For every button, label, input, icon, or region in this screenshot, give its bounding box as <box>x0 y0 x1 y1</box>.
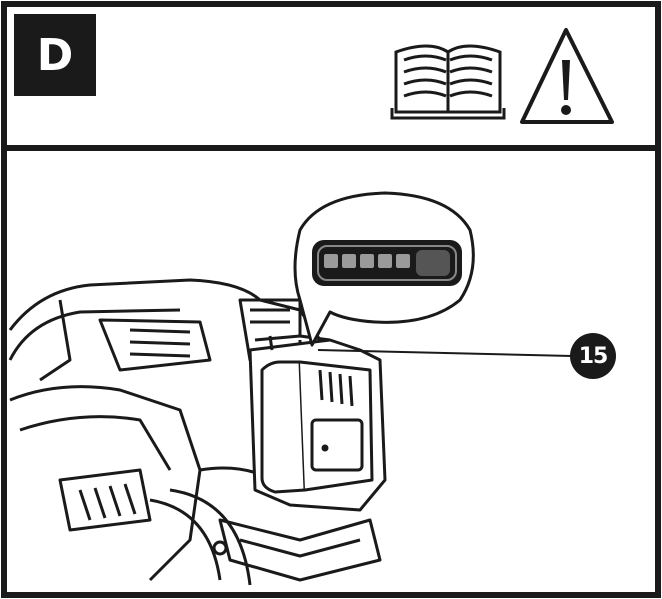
indicator-segment <box>342 254 356 268</box>
tool-body <box>8 278 382 586</box>
indicator-segment <box>324 254 338 268</box>
manual-book-icon <box>390 44 506 120</box>
battery-pack <box>248 334 387 512</box>
panel-letter: D <box>36 29 74 81</box>
callout-number: 15 <box>578 343 609 369</box>
indicator-button <box>416 250 450 276</box>
callout-15-badge: 15 <box>570 333 616 379</box>
warning-triangle-icon <box>520 28 614 124</box>
panel-letter-badge: D <box>14 14 96 96</box>
callout-leader-line <box>317 349 573 357</box>
battery-level-indicator <box>312 240 462 286</box>
indicator-segment <box>378 254 392 268</box>
indicator-segment <box>396 254 410 268</box>
indicator-segment <box>360 254 374 268</box>
